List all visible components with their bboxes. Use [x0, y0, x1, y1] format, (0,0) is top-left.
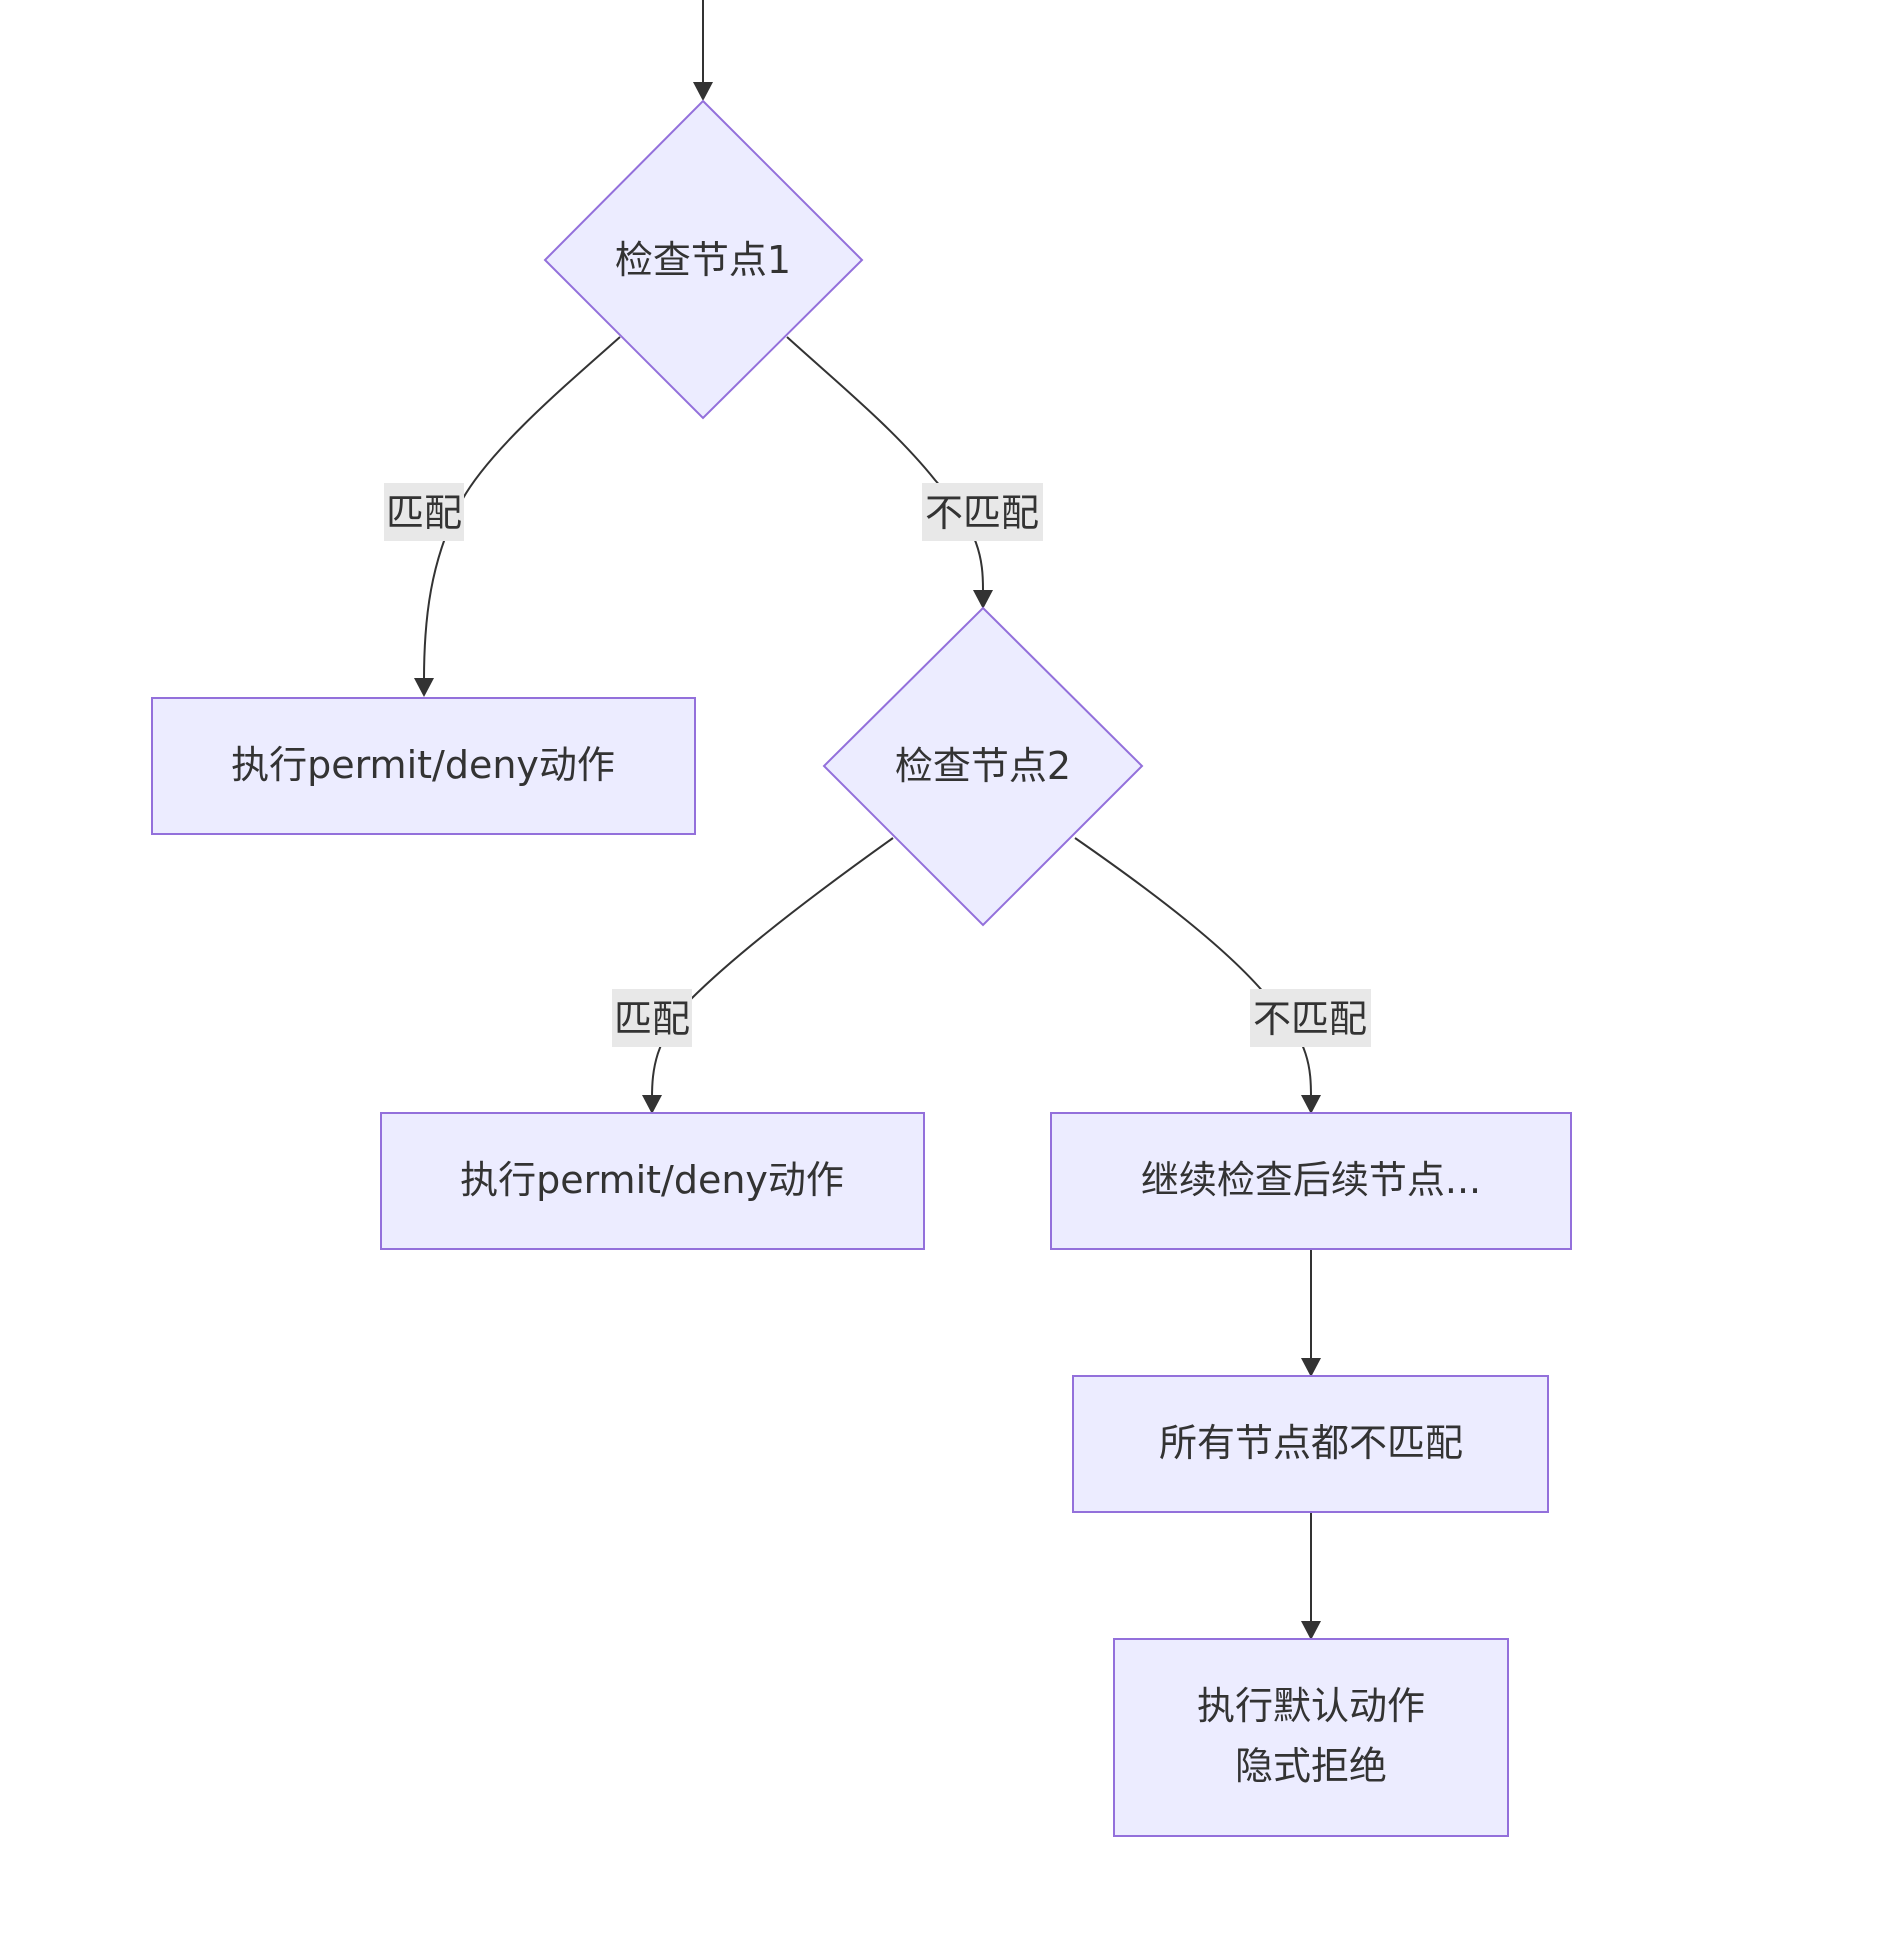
process-label-line-2: 隐式拒绝 [1235, 1744, 1387, 1788]
process-label: 执行permit/deny动作 [231, 743, 615, 787]
edge-label-check1-match: 匹配 [384, 483, 464, 541]
edge-label-check1-nomatch: 不匹配 [922, 483, 1043, 541]
decision-label: 检查节点2 [895, 744, 1071, 788]
arrowhead-continue-allnomatch [1301, 1358, 1321, 1377]
edge-label-check2-nomatch: 不匹配 [1250, 989, 1371, 1047]
edge-check2-match [651, 837, 894, 1099]
decision-label: 检查节点1 [615, 238, 791, 282]
process-permit-deny-action-1: 执行permit/deny动作 [151, 697, 696, 835]
process-label-line-1: 执行默认动作 [1197, 1684, 1425, 1728]
arrowhead-check2-match [642, 1095, 662, 1114]
process-continue-checking: 继续检查后续节点... [1050, 1112, 1572, 1250]
process-label: 所有节点都不匹配 [1159, 1421, 1463, 1465]
edge-label-text: 不匹配 [1253, 997, 1367, 1041]
decision-check-node-2: 检查节点2 [822, 606, 1144, 927]
edge-check2-nomatch [1074, 837, 1312, 1099]
edge-label-text: 匹配 [614, 997, 690, 1041]
arrowhead-entry [693, 82, 713, 101]
edge-label-text: 不匹配 [925, 491, 1039, 535]
process-label: 执行permit/deny动作 [460, 1158, 844, 1202]
arrowhead-check1-match [414, 678, 434, 697]
process-all-nodes-no-match: 所有节点都不匹配 [1072, 1375, 1549, 1513]
edge-label-text: 匹配 [386, 491, 462, 535]
decision-check-node-1: 检查节点1 [543, 99, 864, 420]
arrowhead-allnomatch-default [1301, 1621, 1321, 1640]
arrowhead-check1-nomatch [973, 590, 993, 609]
process-permit-deny-action-2: 执行permit/deny动作 [380, 1112, 925, 1250]
edge-check1-nomatch [786, 336, 984, 591]
process-default-action: 执行默认动作 隐式拒绝 [1113, 1638, 1509, 1837]
arrowhead-check2-nomatch [1301, 1095, 1321, 1114]
process-label: 继续检查后续节点... [1141, 1158, 1481, 1202]
edge-label-check2-match: 匹配 [612, 989, 692, 1047]
edges [414, 0, 1321, 1640]
